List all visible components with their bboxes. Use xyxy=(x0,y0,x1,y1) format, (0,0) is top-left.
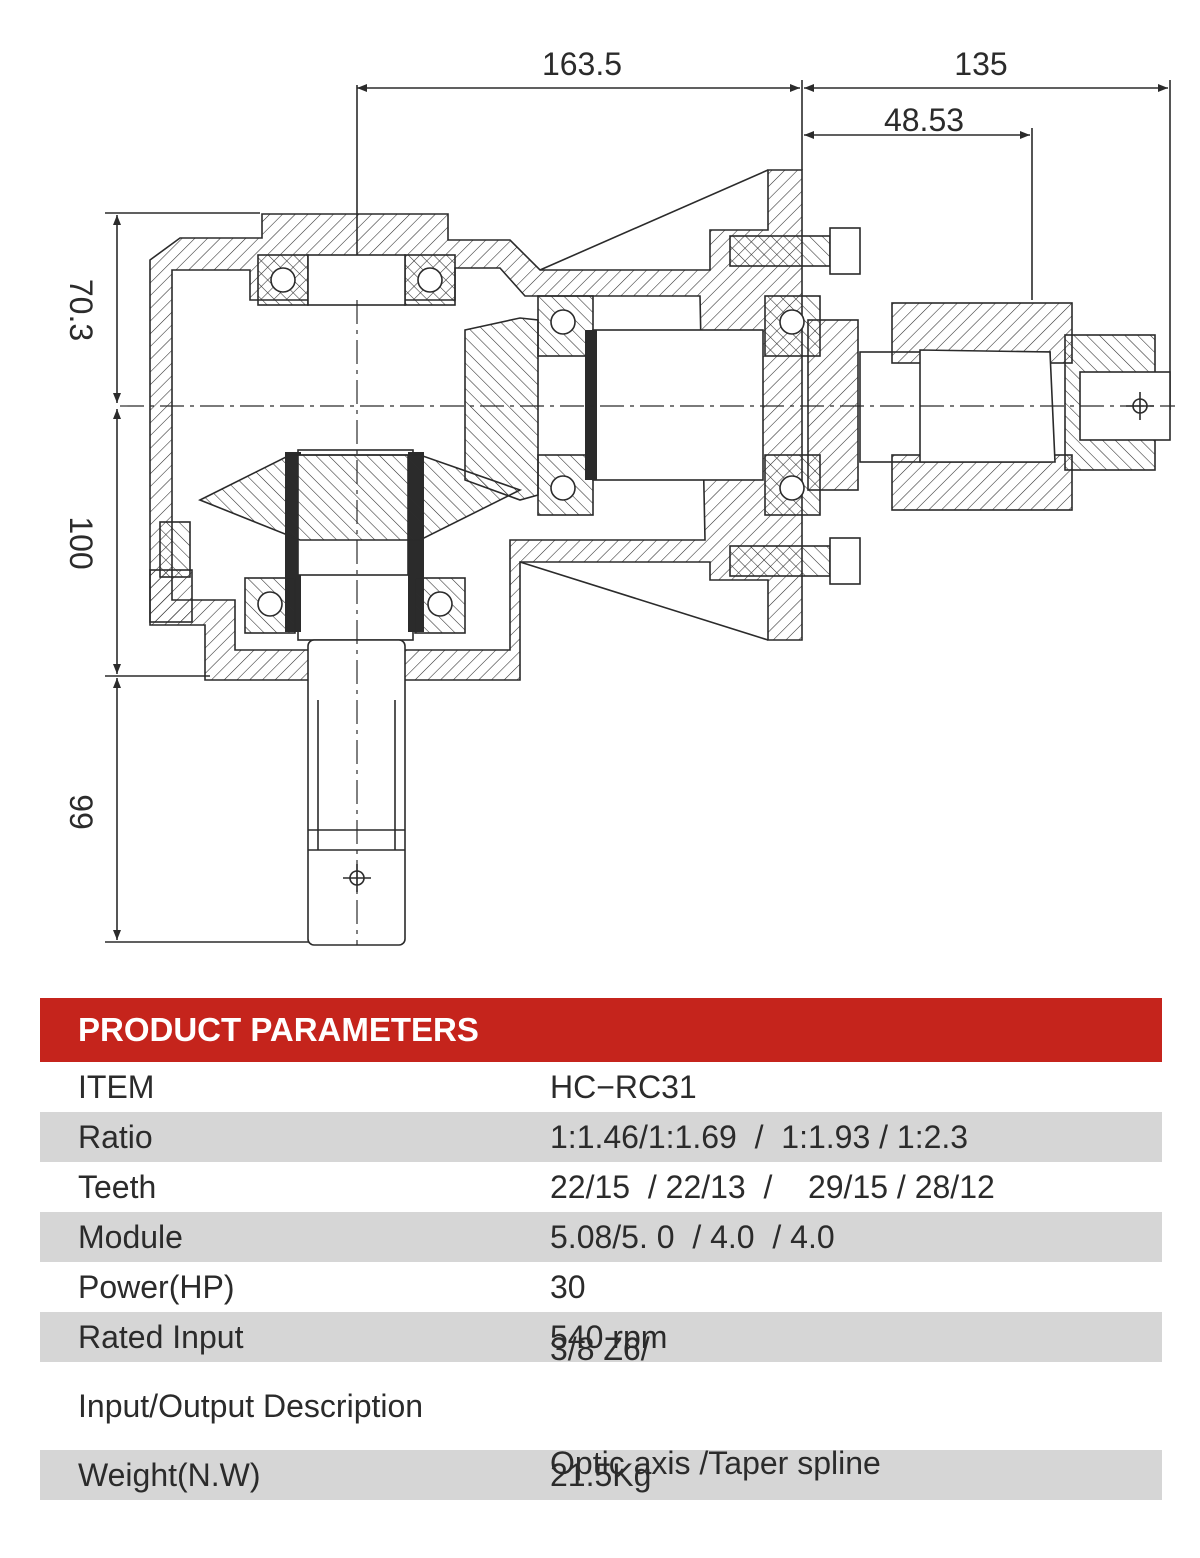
row-value: 30 xyxy=(550,1269,586,1305)
crosshair-icon xyxy=(343,864,371,892)
table-row: Weight(N.W) 21.5Kg xyxy=(40,1450,1162,1500)
table-row: Teeth 22/15 / 22/13 / 29/15 / 28/12 xyxy=(40,1162,1162,1212)
crosshair-icon xyxy=(1126,392,1154,420)
row-value-line: Optic axis /Taper spline xyxy=(550,1445,881,1481)
drain-plug xyxy=(149,521,193,623)
row-value: 540 rpm xyxy=(550,1319,668,1355)
dimension-left xyxy=(105,212,310,943)
row-label: Rated Input xyxy=(78,1318,244,1355)
row-label: ITEM xyxy=(78,1068,155,1105)
row-label: Power(HP) xyxy=(78,1268,235,1305)
table-row: Rated Input 540 rpm xyxy=(40,1312,1162,1362)
row-label: Teeth xyxy=(78,1168,157,1205)
row-label: Weight(N.W) xyxy=(78,1456,261,1493)
lower-bearing xyxy=(244,577,466,634)
row-value: 21.5Kg xyxy=(550,1457,652,1493)
row-value: 1:1.46/1:1.69 / 1:1.93 / 1:2.3 xyxy=(550,1119,969,1155)
dim-label-left-upper: 70.3 xyxy=(63,279,99,341)
row-value-line: 3/8 Z6/ xyxy=(550,1331,650,1367)
row-value: 5.08/5. 0 / 4.0 / 4.0 xyxy=(550,1219,835,1255)
flange-bolts xyxy=(729,227,861,585)
table-row: Ratio 1:1.46/1:1.69 / 1:1.93 / 1:2.3 xyxy=(40,1112,1162,1162)
bevel-gear-horizontal xyxy=(198,317,539,541)
row-value: HC−RC31 xyxy=(550,1069,697,1105)
row-value: 3/8 Z6/ Optic axis /Taper spline xyxy=(550,1254,1162,1558)
dim-label-left-lower: 99 xyxy=(63,794,99,830)
row-label: Input/Output Description xyxy=(78,1387,424,1424)
upper-bearing xyxy=(257,254,456,306)
row-label: Module xyxy=(78,1218,183,1255)
center-lines xyxy=(120,300,1175,945)
dim-label-left-middle: 100 xyxy=(63,516,99,569)
dim-label-top-left: 163.5 xyxy=(542,46,622,82)
dimension-top-right xyxy=(804,80,1171,410)
table-row: Input/Output Description 3/8 Z6/ Optic a… xyxy=(40,1331,1162,1481)
row-label: Ratio xyxy=(78,1118,153,1155)
params-header: PRODUCT PARAMETERS xyxy=(40,998,1162,1062)
table-row: ITEM HC−RC31 xyxy=(40,1062,1162,1112)
row-value: 22/15 / 22/13 / 29/15 / 28/12 xyxy=(550,1169,995,1205)
dim-label-top-right: 135 xyxy=(954,46,1007,82)
dimension-shaft-offset xyxy=(804,128,1033,300)
gearbox-technical-drawing: 163.5 135 48.53 70.3 100 99 xyxy=(63,46,1175,946)
table-row: Power(HP) 30 xyxy=(40,1262,1162,1312)
product-parameters-table: PRODUCT PARAMETERS ITEM HC−RC31 Ratio 1:… xyxy=(40,998,1162,1500)
output-shaft xyxy=(859,302,1171,511)
dim-label-shaft-offset: 48.53 xyxy=(884,102,964,138)
output-bearings xyxy=(537,295,859,516)
table-row: Module 5.08/5. 0 / 4.0 / 4.0 xyxy=(40,1212,1162,1262)
